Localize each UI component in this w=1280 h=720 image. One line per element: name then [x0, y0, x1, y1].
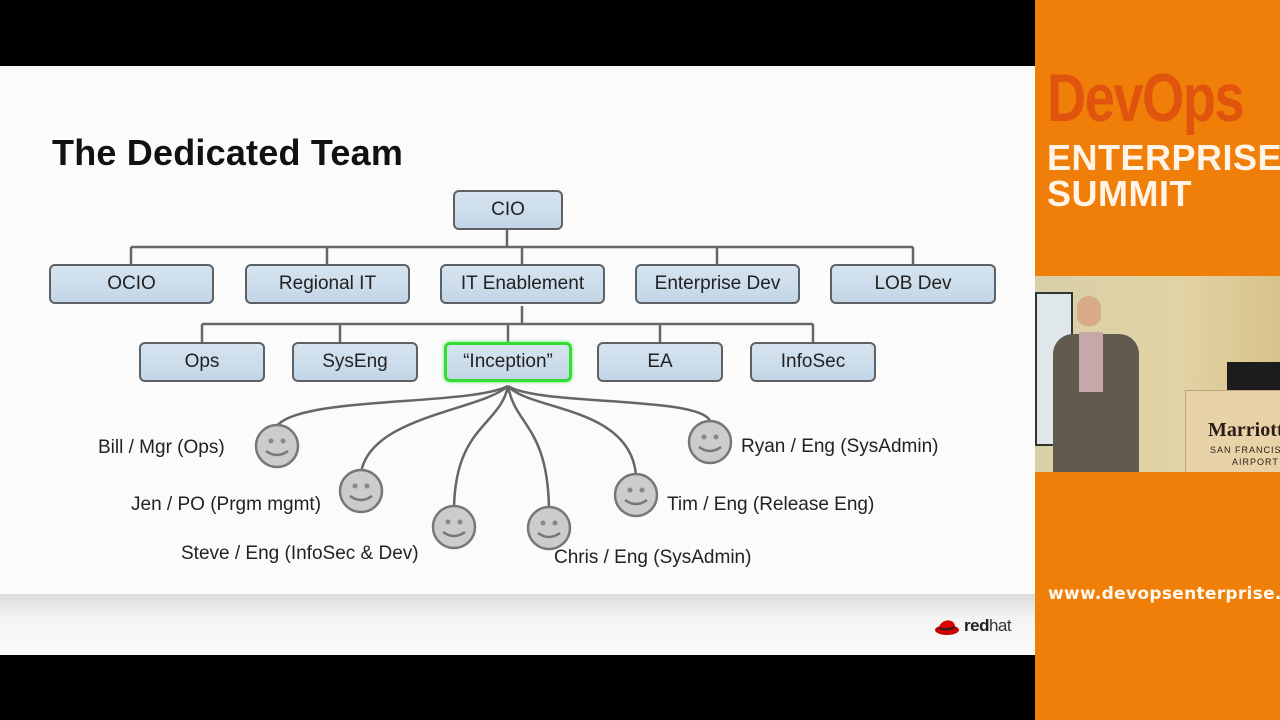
redhat-fedora-icon: [935, 620, 959, 635]
slide-title: The Dedicated Team: [52, 132, 404, 173]
org-node-regional-it: Regional IT: [245, 264, 410, 304]
org-node-cio: CIO: [453, 190, 563, 230]
org-node-ea: EA: [597, 342, 723, 382]
presentation-slide: The Dedicated Team CIO OCIO Regional IT: [0, 66, 1035, 655]
conference-url: www.devopsenterprise.io: [1048, 584, 1280, 604]
connector-bill: [276, 384, 509, 427]
conference-sidebar: DevOps ENTERPRISE SUMMIT Marriott SAN FR…: [1035, 0, 1280, 720]
connector-tim: [507, 385, 638, 476]
org-node-infosec: InfoSec: [750, 342, 876, 382]
smiley-face-icon: [613, 472, 659, 518]
org-node-it-enablement: IT Enablement: [440, 264, 605, 304]
team-member-label: Jen / PO (Prgm mgmt): [131, 494, 322, 515]
org-node-lob-dev: LOB Dev: [830, 264, 996, 304]
monitor: [1227, 362, 1280, 390]
smiley-face-icon: [338, 468, 384, 514]
brand-enterprise: ENTERPRISE: [1047, 137, 1280, 178]
podium-sign-city: SAN FRANCISCO: [1210, 445, 1280, 455]
redhat-logo-bold: red: [964, 616, 989, 635]
connector-it-enablement: [200, 306, 815, 342]
brand-summit: SUMMIT: [1047, 173, 1192, 214]
team-member-label: Ryan / Eng (SysAdmin): [741, 436, 939, 457]
brand-devops: DevOps: [1047, 60, 1245, 136]
org-chart-connectors: [129, 230, 915, 551]
podium-sign: Marriott: [1208, 419, 1280, 441]
org-node-syseng: SysEng: [292, 342, 418, 382]
connector-cio: [129, 230, 915, 264]
speaker-head: [1077, 296, 1101, 326]
team-member-label: Chris / Eng (SysAdmin): [554, 547, 752, 568]
org-node-inception-highlighted: “Inception”: [444, 342, 572, 382]
connector-ryan: [507, 384, 712, 422]
smiley-face-icon: [687, 419, 733, 465]
team-member-label: Tim / Eng (Release Eng): [667, 494, 875, 515]
podium-sign-airport: AIRPORT: [1232, 457, 1279, 467]
smiley-face-icon: [526, 505, 572, 551]
slide-footer: [0, 594, 1035, 655]
team-member-label: Steve / Eng (InfoSec & Dev): [181, 543, 419, 564]
podium: Marriott SAN FRANCISCO AIRPORT: [1185, 390, 1280, 472]
smiley-face-icon: [431, 504, 477, 550]
speaker-shirt: [1079, 332, 1103, 392]
team-member-label: Bill / Mgr (Ops): [98, 437, 225, 458]
connector-jen: [359, 385, 509, 474]
redhat-logo-light: hat: [988, 616, 1012, 635]
org-node-enterprise-dev: Enterprise Dev: [635, 264, 800, 304]
connector-steve: [452, 385, 510, 510]
smiley-face-icon: [254, 423, 300, 469]
org-node-ops: Ops: [139, 342, 265, 382]
org-node-ocio: OCIO: [49, 264, 214, 304]
redhat-logo: redhat: [934, 615, 1012, 637]
smiley-faces: [254, 419, 733, 551]
connector-chris: [506, 385, 551, 511]
speaker-video: Marriott SAN FRANCISCO AIRPORT: [1035, 276, 1280, 472]
conference-logo: DevOps ENTERPRISE SUMMIT: [1047, 64, 1280, 212]
